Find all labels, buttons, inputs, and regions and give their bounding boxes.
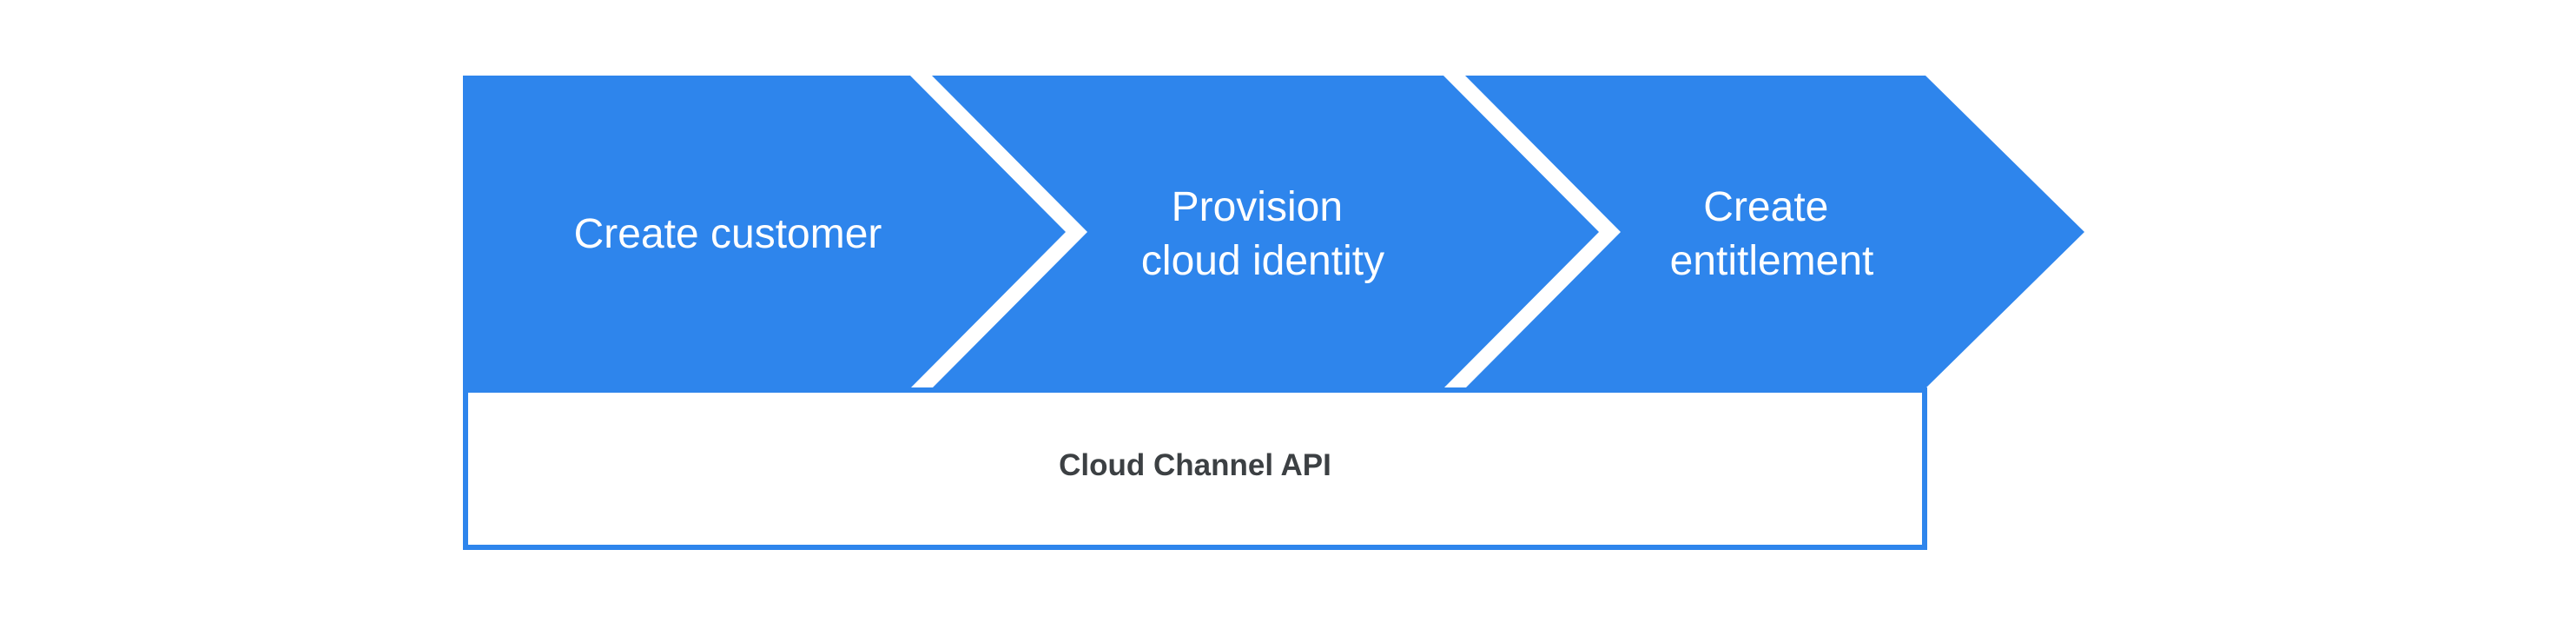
step-1-label: Create customer — [574, 211, 882, 257]
step-2-label-line-1: Provision — [1172, 184, 1343, 230]
step-3-label-line-1: Create — [1703, 184, 1828, 230]
arrow-banner — [463, 76, 2084, 388]
step-3-label-line-2: entitlement — [1670, 238, 1874, 284]
api-box — [463, 387, 1927, 550]
api-box-label: Cloud Channel API — [1059, 448, 1331, 482]
step-2-label: Provision cloud identity — [1141, 184, 1384, 284]
step-2-label-line-2: cloud identity — [1141, 238, 1384, 284]
step-3-label: Create entitlement — [1670, 184, 1874, 284]
